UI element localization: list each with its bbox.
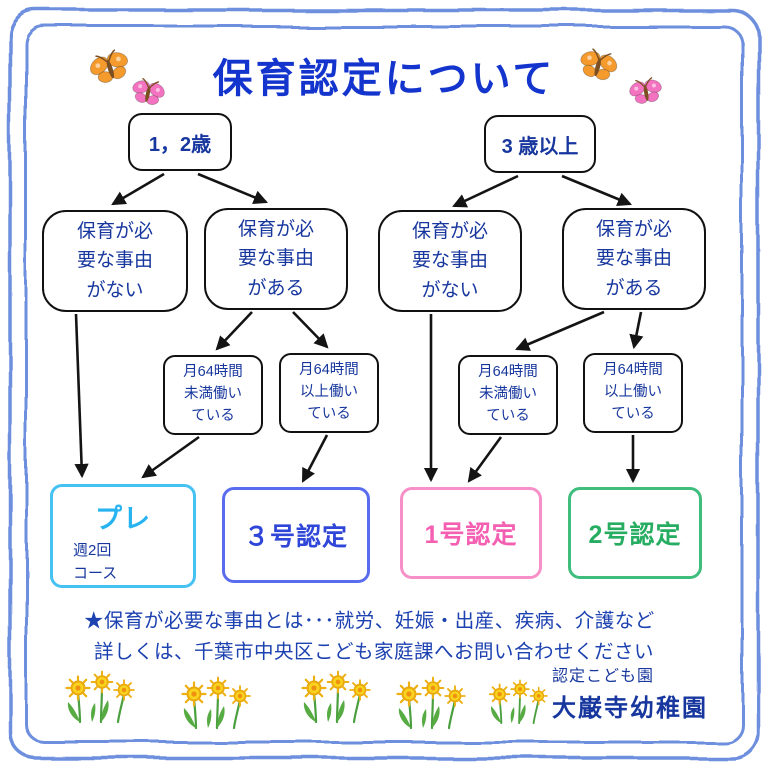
node-reason-none-left-text: 保育が必 要な事由 がない	[76, 220, 153, 301]
dandelion-icon	[490, 680, 547, 723]
dandelion-icon	[67, 672, 134, 722]
node-reason-none-right-text: 保育が必 要な事由 がない	[411, 220, 488, 301]
node-under-64h-right-text: 月64時間 未満働い ている	[478, 364, 538, 424]
node-reason-yes-right: 保育が必 要な事由 がある	[562, 208, 706, 310]
node-reason-yes-left: 保育が必 要な事由 がある	[204, 208, 348, 310]
footnote-line1: ★保育が必要な事由とは･･･就労、妊娠・出産、疾病、介護など	[84, 610, 655, 632]
node-age-3-plus: 3 歳以上	[484, 115, 596, 173]
footer-org: 認定こども園 大巌寺幼稚園	[552, 662, 708, 723]
result-cert1-label: 1号認定	[424, 521, 518, 549]
node-reason-yes-left-text: 保育が必 要な事由 がある	[237, 218, 314, 299]
node-under-64h-right: 月64時間 未満働い ている	[458, 355, 558, 435]
dandelion-icon	[183, 678, 250, 728]
node-age-3-plus-label: 3 歳以上	[501, 135, 579, 158]
node-over-64h-right-text: 月64時間 以上働い ている	[603, 362, 663, 422]
node-over-64h-left-text: 月64時間 以上働い ている	[299, 362, 359, 422]
dandelion-icon	[398, 678, 465, 728]
node-reason-yes-right-text: 保育が必 要な事由 がある	[595, 218, 672, 299]
node-reason-none-left: 保育が必 要な事由 がない	[42, 210, 188, 312]
result-cert3-box: ３号認定	[222, 487, 370, 583]
result-cert2-box: 2号認定	[568, 487, 702, 579]
result-pre-sub: 週2回 コース	[73, 542, 118, 582]
node-under-64h-left-text: 月64時間 未満働い ている	[183, 364, 243, 424]
node-under-64h-left: 月64時間 未満働い ている	[163, 355, 263, 435]
page-title: 保育認定について	[212, 57, 556, 101]
result-cert1-box: 1号認定	[400, 487, 542, 579]
node-reason-none-right: 保育が必 要な事由 がない	[378, 210, 522, 312]
node-age-1-2-label: 1，2歳	[148, 133, 212, 156]
dandelion-icon	[303, 672, 370, 722]
footnote: ★保育が必要な事由とは･･･就労、妊娠・出産、疾病、介護など 詳しくは、千葉市中…	[84, 606, 655, 668]
result-cert3-label: ３号認定	[243, 523, 348, 551]
node-over-64h-right: 月64時間 以上働い ている	[583, 353, 683, 433]
result-pre-label: プレ	[95, 504, 151, 534]
result-pre-box: プレ 週2回 コース	[50, 484, 196, 588]
node-over-64h-left: 月64時間 以上働い ている	[279, 353, 379, 433]
result-cert2-label: 2号認定	[588, 521, 682, 549]
footer-org-name: 大巌寺幼稚園	[552, 695, 708, 722]
footer-org-type: 認定こども園	[552, 668, 655, 685]
node-age-1-2: 1，2歳	[128, 113, 232, 171]
